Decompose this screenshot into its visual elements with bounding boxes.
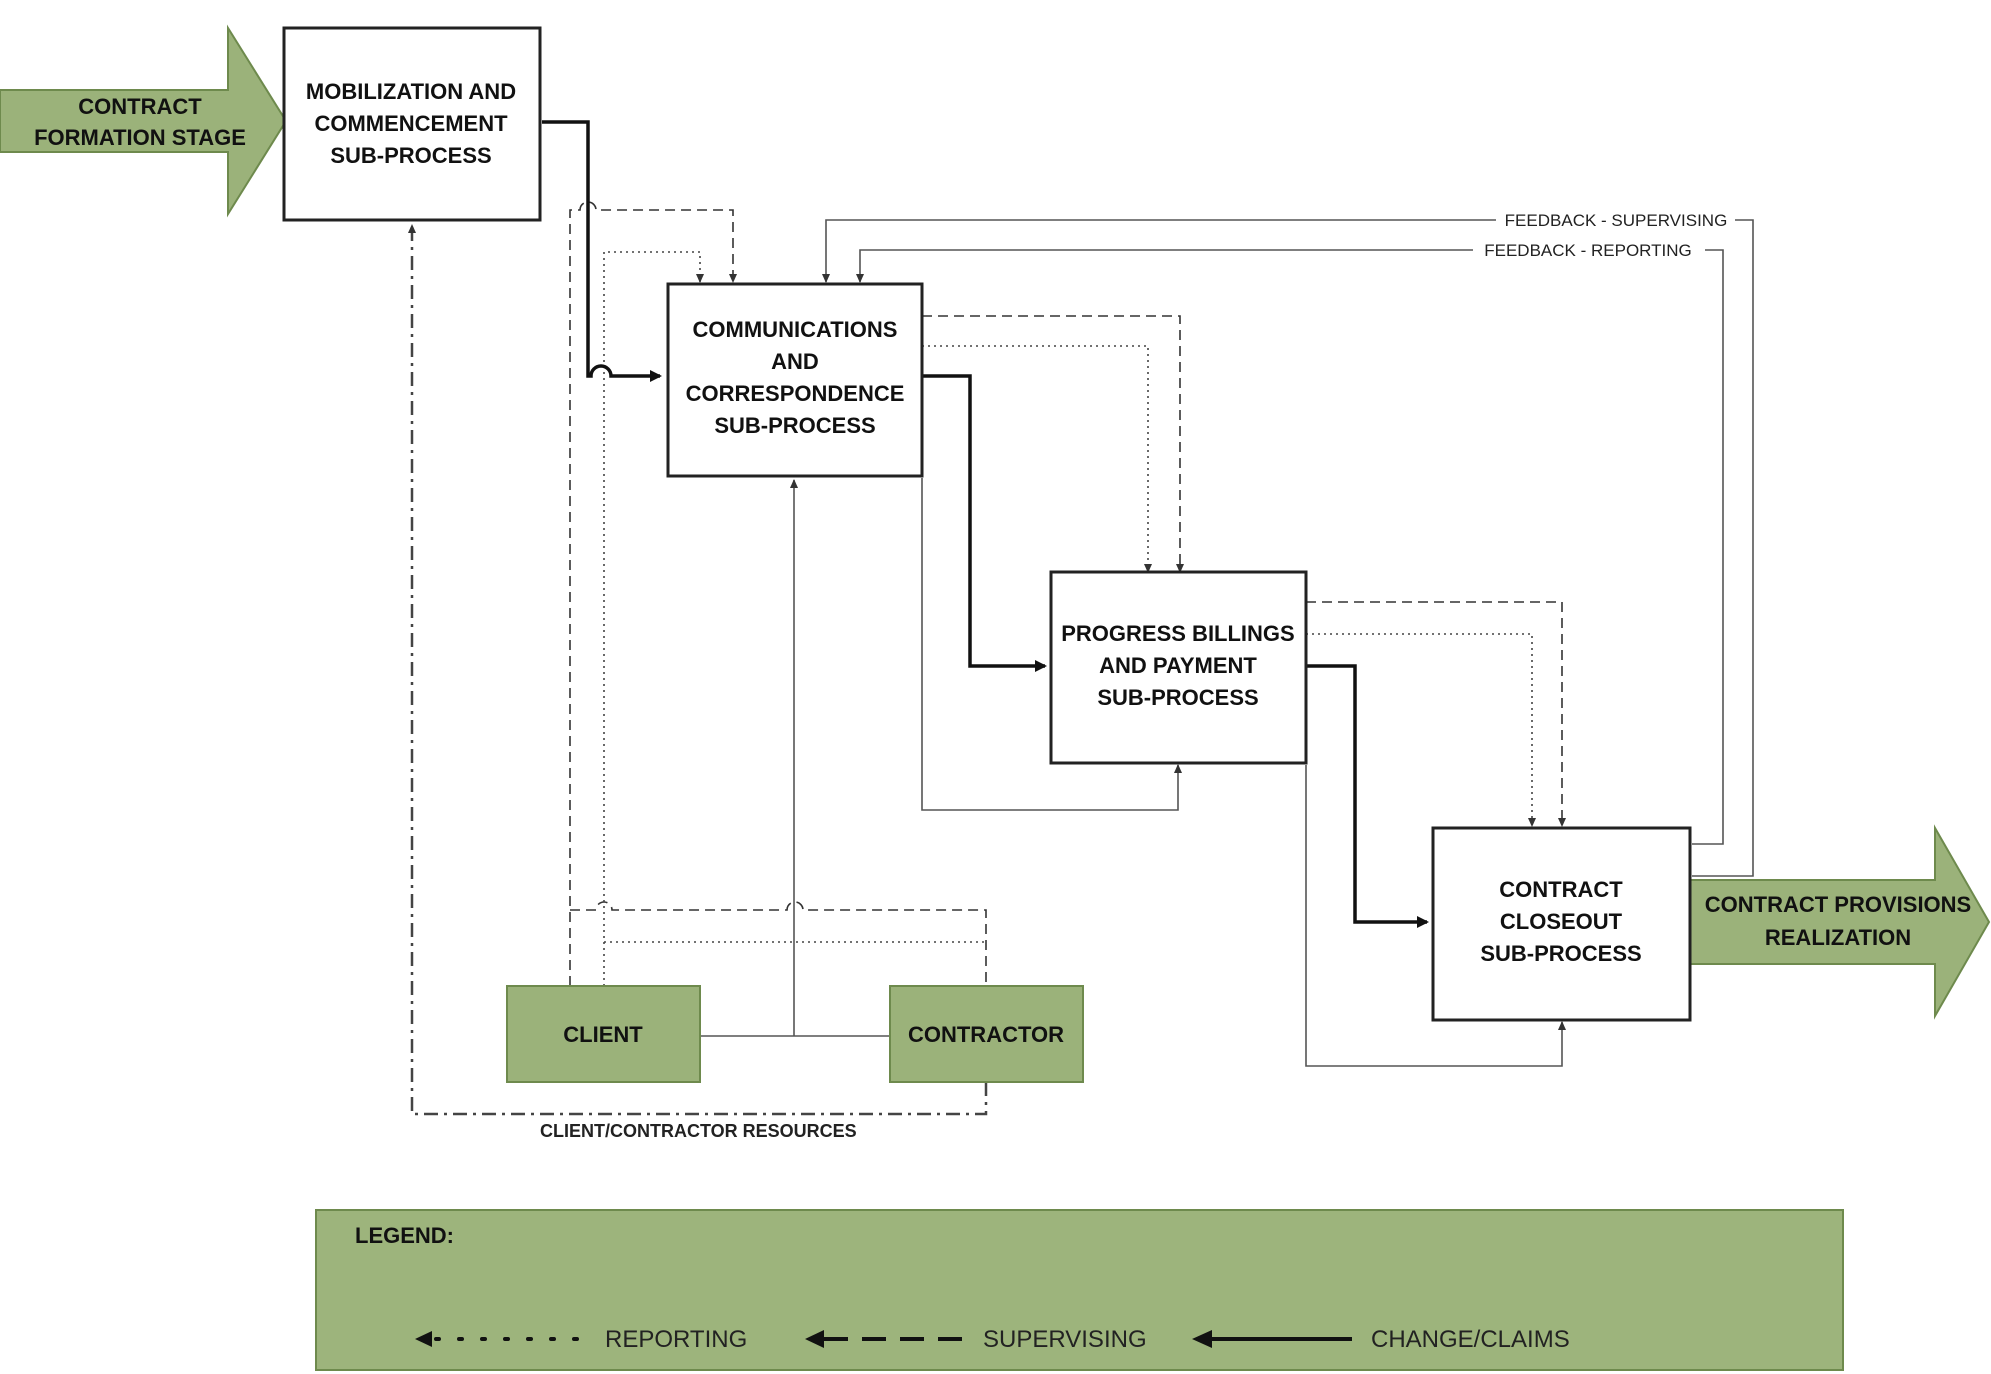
feedback-supervising-label: FEEDBACK - SUPERVISING [1505,211,1728,230]
mobilization-line1: MOBILIZATION AND [306,79,516,104]
legend-change-claims-symbol [1192,1330,1352,1348]
mobilization-line2: COMMENCEMENT [314,111,508,136]
contract-formation-label-line1: CONTRACT [78,94,202,119]
closeout-line1: CONTRACT [1499,877,1623,902]
billings-line3: SUB-PROCESS [1097,685,1258,710]
closeout-box: CONTRACT CLOSEOUT SUB-PROCESS [1431,826,1692,1022]
legend-reporting-label: REPORTING [605,1326,747,1353]
supervising-lines [569,201,1566,986]
billings-line2: AND PAYMENT [1099,653,1257,678]
communications-line4: SUB-PROCESS [714,413,875,438]
mobilization-line3: SUB-PROCESS [330,143,491,168]
contract-provisions-label-line1: CONTRACT PROVISIONS [1705,892,1971,917]
contractor-box: CONTRACTOR [889,985,1084,1083]
main-flow-lines [542,120,1429,928]
feedback-reporting-label: FEEDBACK - REPORTING [1484,241,1692,260]
contractor-label: CONTRACTOR [908,1022,1064,1047]
contract-provisions-arrow: CONTRACT PROVISIONS REALIZATION [1689,824,1991,1020]
legend-supervising-symbol [805,1330,968,1348]
billings-box: PROGRESS BILLINGS AND PAYMENT SUB-PROCES… [1049,570,1308,765]
client-box: CLIENT [506,985,701,1083]
resources-label: CLIENT/CONTRACTOR RESOURCES [540,1121,857,1141]
contract-formation-arrow: CONTRACT FORMATION STAGE [0,24,288,218]
closeout-line3: SUB-PROCESS [1480,941,1641,966]
communications-line2: AND [771,349,819,374]
communications-line1: COMMUNICATIONS [693,317,898,342]
legend-reporting-symbol [415,1331,582,1347]
legend-title: LEGEND: [355,1223,454,1248]
contract-provisions-label-line2: REALIZATION [1765,925,1911,950]
communications-box: COMMUNICATIONS AND CORRESPONDENCE SUB-PR… [666,282,924,478]
legend-change-claims-label: CHANGE/CLAIMS [1371,1326,1570,1353]
legend: LEGEND: REPORTING SUPERVISING CHANGE/CLA… [315,1209,1844,1371]
billings-line1: PROGRESS BILLINGS [1061,621,1294,646]
communications-line3: CORRESPONDENCE [686,381,905,406]
contract-formation-label-line2: FORMATION STAGE [34,125,246,150]
mobilization-box: MOBILIZATION AND COMMENCEMENT SUB-PROCES… [282,26,542,222]
legend-supervising-label: SUPERVISING [983,1326,1147,1353]
closeout-line2: CLOSEOUT [1500,909,1623,934]
support-lines [700,219,1754,1067]
reporting-lines [603,251,1536,986]
resources-line [408,224,988,1116]
client-label: CLIENT [563,1022,643,1047]
